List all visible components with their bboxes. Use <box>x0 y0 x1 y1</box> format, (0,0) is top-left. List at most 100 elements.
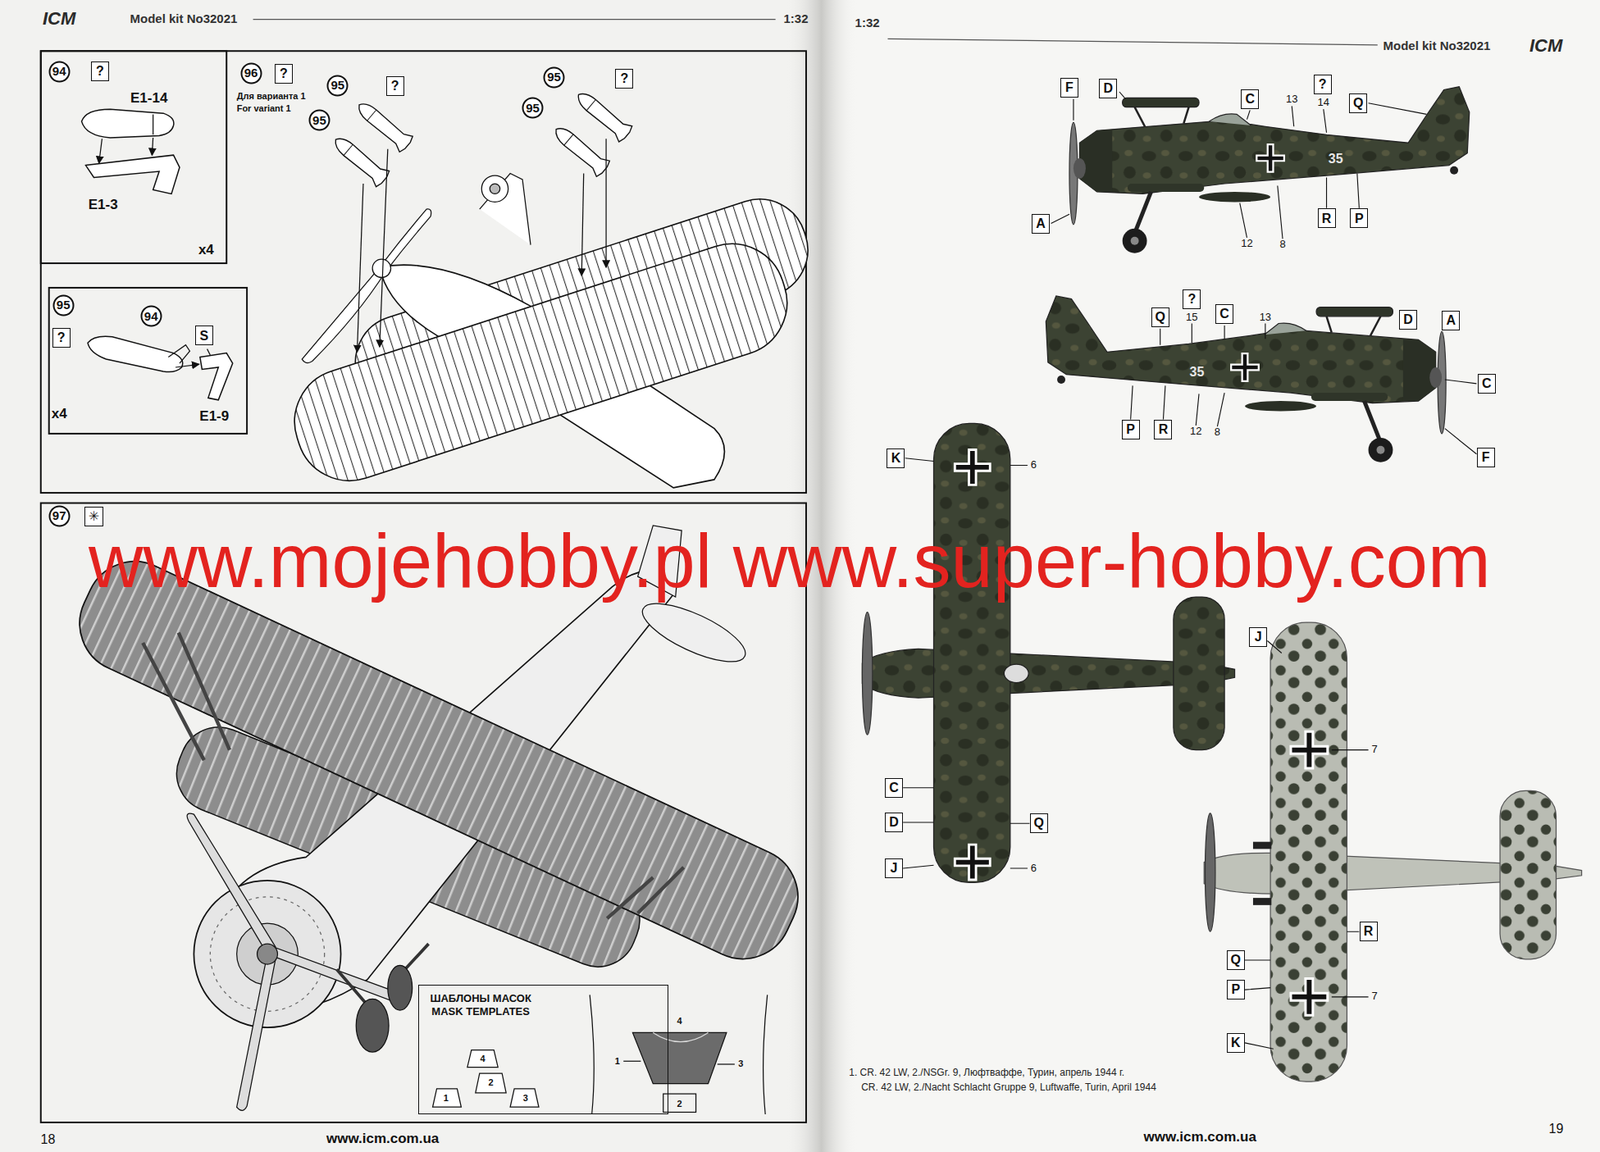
callout-box: D <box>1098 78 1117 99</box>
leader-lines <box>902 458 1030 869</box>
bottom-view <box>1253 898 1272 906</box>
step-circle-outline <box>53 295 73 315</box>
biplane-step-97 <box>237 954 276 1112</box>
node-text: 95 <box>331 78 346 93</box>
callout-box: K <box>1226 1033 1245 1053</box>
node-text: P <box>1125 422 1136 438</box>
mask-template-art <box>652 1032 708 1042</box>
decal-number: 12 <box>1189 425 1202 438</box>
mask-template-art <box>475 1073 506 1094</box>
step-circle-outline <box>523 98 543 119</box>
node-text: 96 <box>244 66 259 81</box>
biplane-step-96 <box>280 230 801 495</box>
node-text: A <box>1035 216 1046 232</box>
part-number: x4 <box>51 405 68 423</box>
node-text: ? <box>57 330 66 346</box>
top-view <box>861 423 1235 883</box>
mask-number: 3 <box>738 1059 744 1069</box>
callout-box: Q <box>1030 813 1049 834</box>
callout-box: Q <box>1151 307 1170 328</box>
biplane-step-96 <box>572 86 634 144</box>
brand-logo: ICM <box>1529 35 1563 56</box>
biplane-step-97 <box>337 943 429 1006</box>
node-text: 94 <box>52 64 67 79</box>
callout-box: ? <box>52 328 71 348</box>
node-text: R <box>1158 422 1169 438</box>
bottom-view <box>1253 842 1272 850</box>
rocket-parts <box>86 154 180 194</box>
biplane-step-96 <box>605 138 607 268</box>
header-text: Model kit No32021 <box>130 11 238 26</box>
node-text: ? <box>1187 291 1196 307</box>
header-text: 1:32 <box>784 11 809 26</box>
step-circle-outline <box>49 61 69 82</box>
node-text: Q <box>1033 815 1044 831</box>
biplane-step-97 <box>63 525 815 1111</box>
mask-template-art <box>467 1050 498 1068</box>
brand-logo: ICM <box>42 8 76 29</box>
callout-box: J <box>1249 627 1268 648</box>
mask-number: 2 <box>677 1099 683 1109</box>
callout-box: C <box>1215 304 1234 324</box>
rocket-parts <box>200 353 233 401</box>
page-number: 19 <box>1549 1121 1564 1137</box>
biplane-step-96 <box>372 259 391 278</box>
biplane-step-97 <box>635 592 753 673</box>
mask-template-art <box>717 1063 735 1065</box>
node-text: D <box>888 815 899 830</box>
step-circle: 95 <box>326 74 349 97</box>
top-view <box>953 843 992 882</box>
caption-text: 1. CR. 42 LW, 2./NSGr. 9, Люфтваффе, Тур… <box>848 1067 1125 1080</box>
node-text: J <box>890 861 899 876</box>
mask-templates-box: ШАБЛОНЫ МАСОК MASK TEMPLATES <box>418 984 669 1115</box>
node-text: C <box>1481 376 1492 392</box>
biplane-step-96 <box>328 132 391 189</box>
node-text: Q <box>1230 952 1241 968</box>
rocket-parts <box>151 137 153 155</box>
decal-number: 35 <box>1328 151 1344 167</box>
bottom-view <box>1270 622 1347 1082</box>
biplane-step-96 <box>549 121 611 178</box>
mask-number: 4 <box>479 1054 485 1064</box>
node-text: Q <box>1353 95 1363 111</box>
node-text: K <box>1230 1035 1241 1051</box>
biplane-step-97 <box>63 545 815 976</box>
node-text: A <box>1446 313 1457 329</box>
callout-box: A <box>1031 214 1050 234</box>
biplane-step-97 <box>63 545 815 976</box>
node-text: ? <box>95 63 105 79</box>
step-panels <box>41 50 227 264</box>
node-text: 95 <box>525 101 540 116</box>
decal-number: 12 <box>1240 237 1253 251</box>
step-circle-outline <box>544 68 565 88</box>
callout-box: A <box>1441 310 1460 331</box>
node-text: C <box>888 780 899 796</box>
watermark: www.mojehobby.pl www.super-hobby.com <box>88 528 1491 593</box>
rocket-parts <box>87 336 183 372</box>
node-text: D <box>1403 312 1414 328</box>
decal-number: 15 <box>1185 311 1198 324</box>
step-circle-outline <box>49 506 69 527</box>
node-text: 95 <box>56 298 71 313</box>
rocket-parts <box>82 109 233 401</box>
callout-box: Q <box>1349 93 1368 114</box>
decal-number: 13 <box>1285 93 1298 106</box>
biplane-step-97 <box>355 998 389 1053</box>
callout-box: D <box>1399 309 1418 330</box>
part-number: E1-3 <box>88 196 119 214</box>
callout-box: ? <box>1313 74 1332 95</box>
biplane-step-96 <box>280 230 801 495</box>
mask-template-art <box>433 1089 462 1108</box>
part-number: x4 <box>198 241 215 259</box>
leader-lines <box>1130 323 1477 454</box>
rocket-parts <box>82 109 174 138</box>
biplane-step-96 <box>352 96 415 154</box>
callout-box: ? <box>274 63 293 84</box>
callout-box: D <box>884 812 903 833</box>
node-text: P <box>1230 982 1240 998</box>
biplane-step-97 <box>387 965 413 1011</box>
biplane-step-96 <box>481 175 508 202</box>
decal-number: 6 <box>1030 862 1037 876</box>
decal-number: 7 <box>1371 743 1377 757</box>
